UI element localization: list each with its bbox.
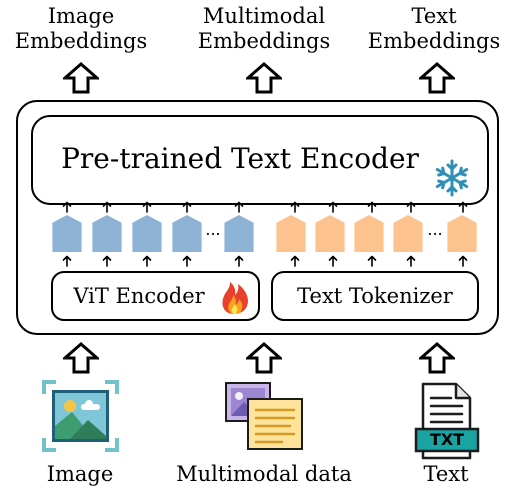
txt-badge: TXT (429, 430, 465, 449)
text-output-arrow (419, 62, 455, 94)
multimodal-input-arrow (246, 342, 282, 374)
text-token (354, 215, 384, 252)
multimodal-embeddings-label: Multimodal Embeddings (178, 4, 350, 54)
image-embeddings-label: Image Embeddings (0, 4, 162, 54)
text-token (447, 215, 477, 252)
vit-encoder-label: ViT Encoder (73, 284, 205, 308)
text-token-ellipsis: ... (427, 220, 443, 239)
text-tokenizer-box (271, 271, 479, 321)
text-input-arrow (419, 342, 455, 374)
image-embeddings-line2: Embeddings (14, 29, 148, 53)
fire-icon (222, 282, 248, 314)
visual-token (92, 215, 122, 252)
visual-token (172, 215, 202, 252)
text-tokenizer-label: Text Tokenizer (297, 284, 453, 308)
text-file-icon (414, 382, 480, 460)
image-icon (42, 380, 119, 452)
text-encoder-box (31, 115, 489, 205)
multimodal-data-icon (225, 382, 303, 450)
text-token (276, 215, 306, 252)
visual-token (52, 215, 82, 252)
multimodal-input-label: Multimodal data (176, 462, 352, 486)
visual-token-ellipsis: ... (205, 220, 221, 239)
snowflake-icon (435, 159, 469, 197)
multimodal-output-arrow (246, 62, 282, 94)
text-encoder-label: Pre-trained Text Encoder (61, 142, 419, 175)
visual-token (132, 215, 162, 252)
text-embeddings-line1: Text (411, 4, 457, 28)
text-embeddings-label: Text Embeddings (356, 4, 512, 54)
image-input-label: Image (46, 462, 114, 486)
multimodal-embeddings-line2: Embeddings (197, 29, 331, 53)
image-embeddings-line1: Image (47, 4, 115, 28)
visual-token (224, 215, 254, 252)
text-embeddings-line2: Embeddings (367, 29, 501, 53)
image-input-arrow (63, 342, 99, 374)
image-output-arrow (63, 62, 99, 94)
multimodal-embeddings-line1: Multimodal (202, 4, 326, 28)
vit-encoder-box (51, 271, 260, 321)
text-input-label: Text (423, 462, 469, 486)
text-token (393, 215, 423, 252)
text-token (315, 215, 345, 252)
